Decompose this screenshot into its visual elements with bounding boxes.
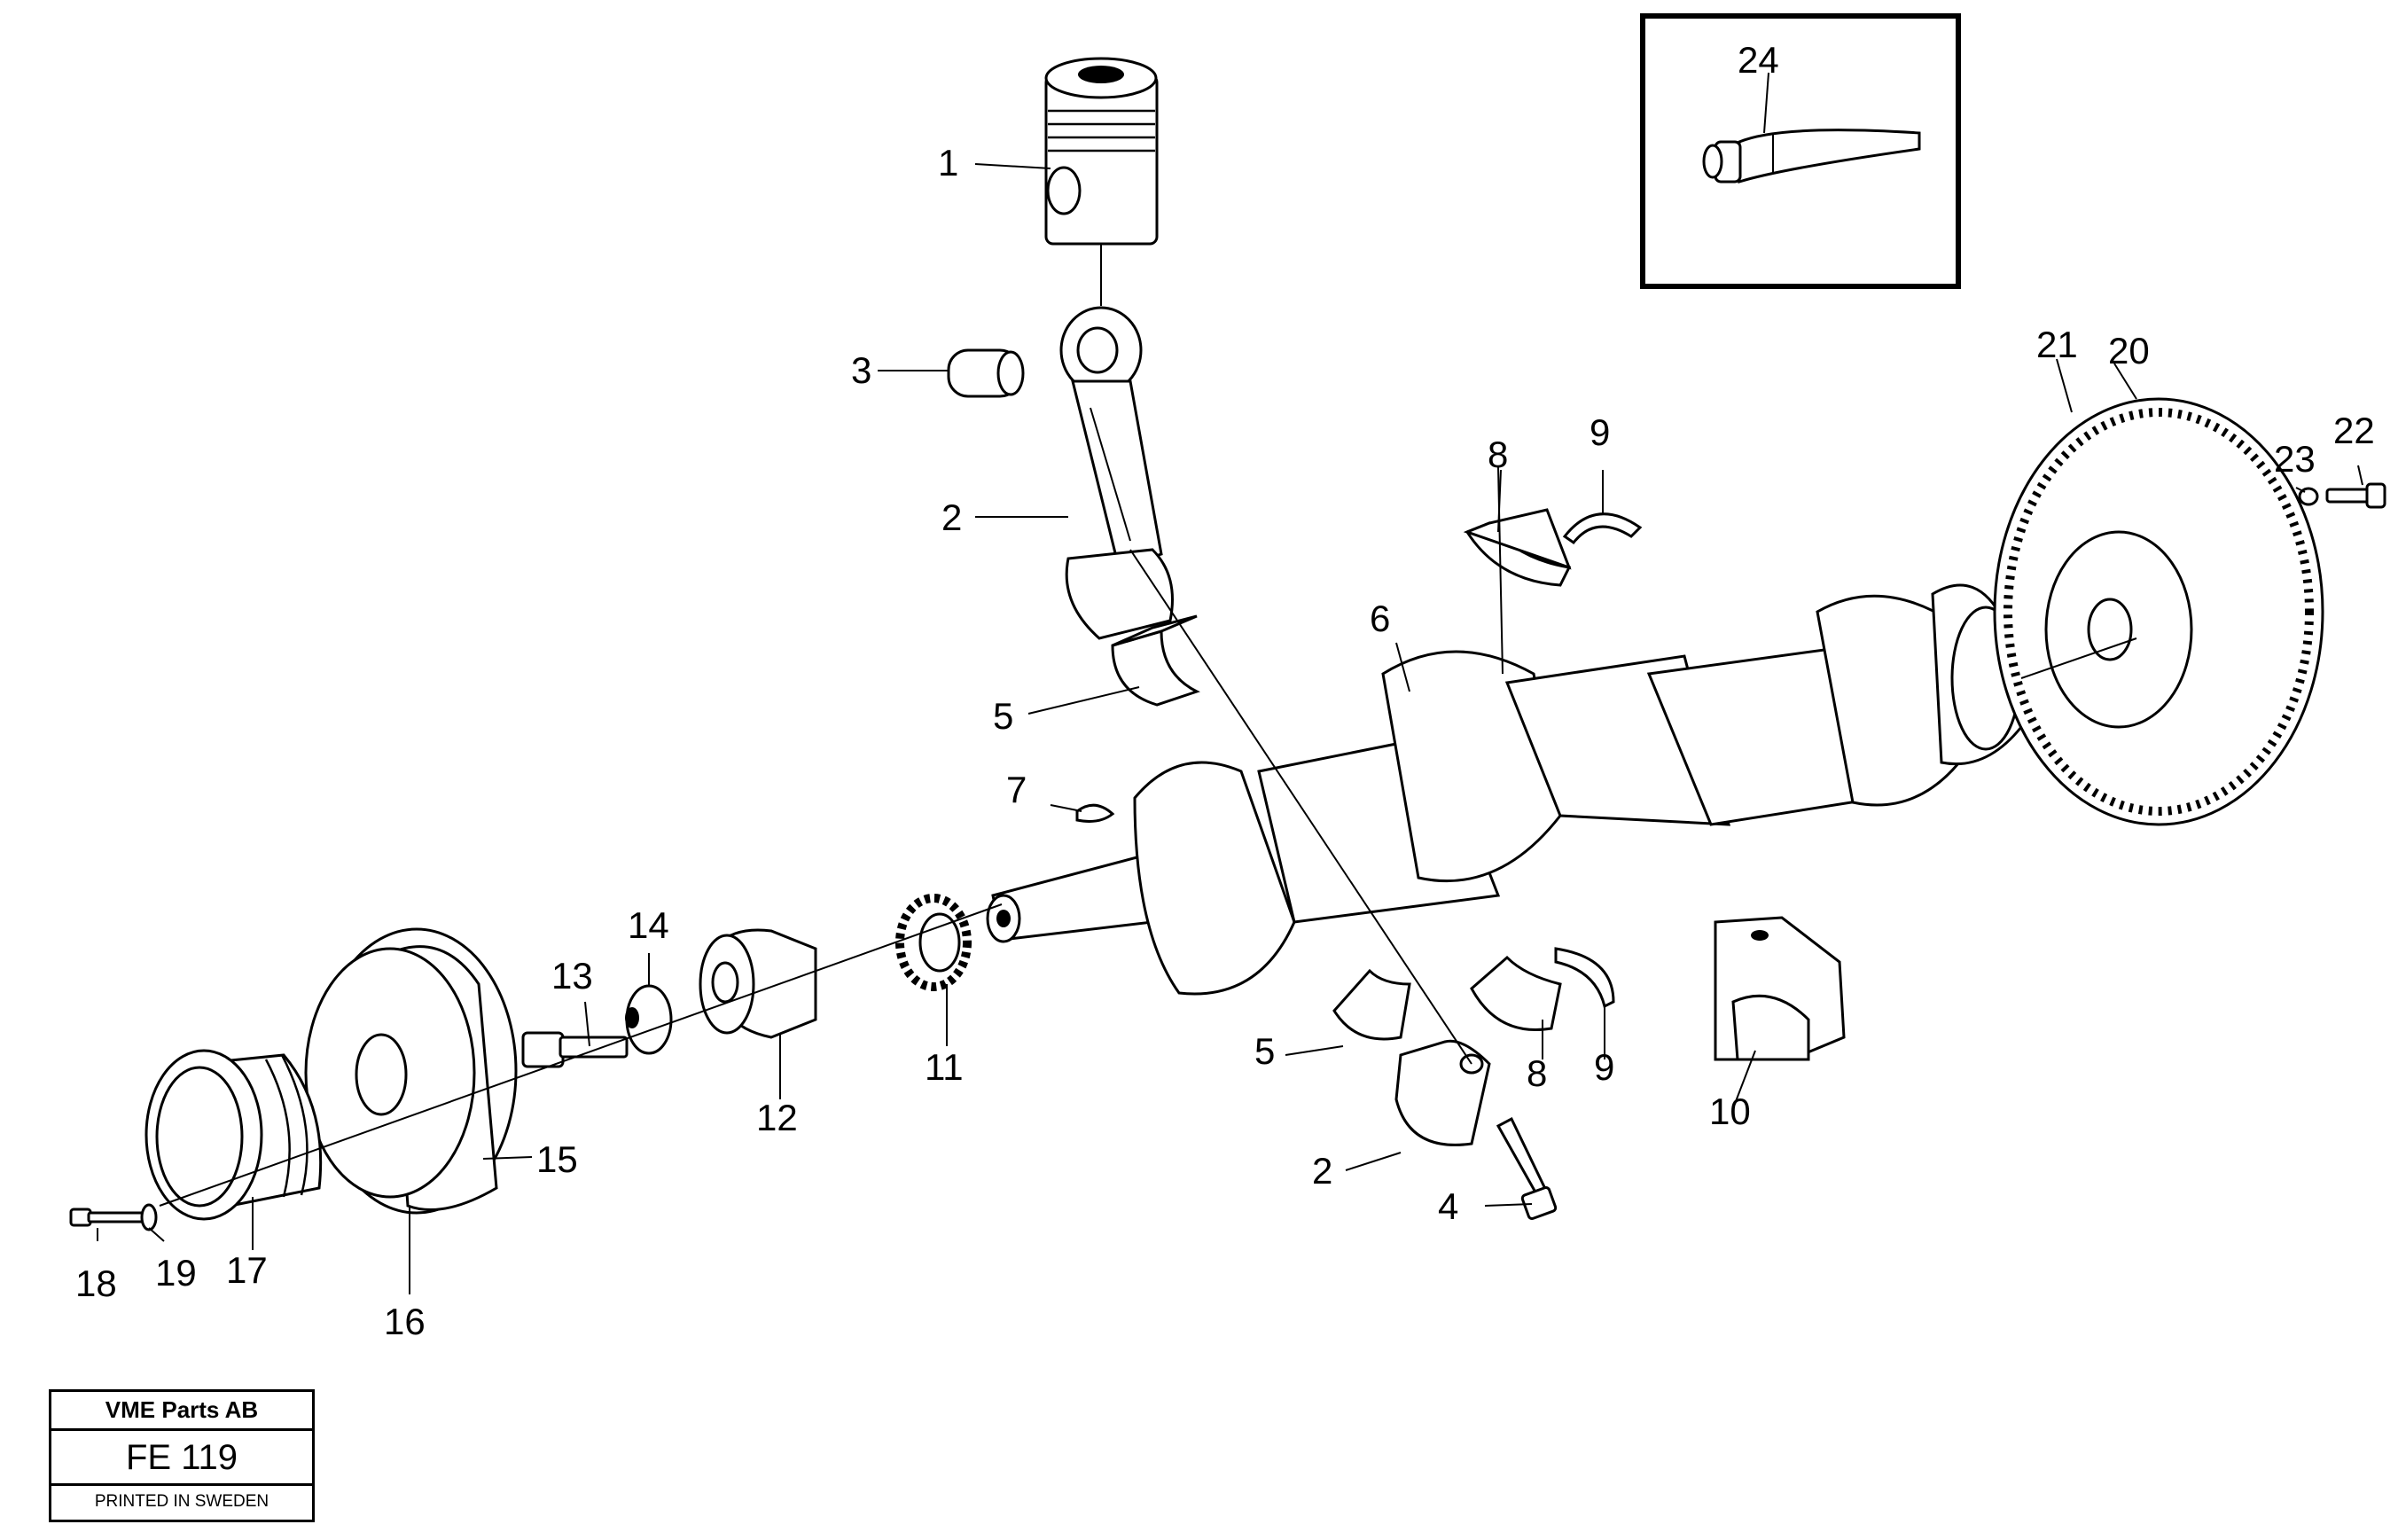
callout-22: 22 [2333, 410, 2375, 451]
callout-13: 13 [551, 955, 593, 997]
callout-7: 7 [1006, 769, 1027, 810]
main-bearing-shell-part [1463, 508, 1572, 587]
figure-number: FE 119 [51, 1431, 312, 1486]
rod-axis-line [1129, 549, 1472, 1065]
flywheel-part [1993, 397, 2324, 826]
title-block: VME Parts AB FE 119 PRINTED IN SWEDEN [49, 1389, 315, 1522]
callout-5-upper: 5 [993, 695, 1013, 737]
callout-14: 14 [628, 904, 669, 946]
callout-12: 12 [756, 1097, 798, 1138]
callout-9-upper: 9 [1590, 411, 1610, 453]
callout-19: 19 [155, 1252, 197, 1294]
callouts: 1 3 2 5 7 6 8 9 21 20 23 22 24 5 8 9 10 … [75, 39, 2375, 1342]
callout-18: 18 [75, 1262, 117, 1304]
sealant-tube-part [1702, 129, 1921, 184]
callout-23: 23 [2274, 438, 2316, 480]
rod-cap-part [1394, 1039, 1491, 1146]
callout-10: 10 [1709, 1091, 1751, 1132]
callout-16: 16 [384, 1301, 426, 1342]
hub-part [699, 928, 817, 1039]
inset-frame [1640, 13, 1961, 289]
callout-11: 11 [925, 1046, 964, 1088]
callout-24: 24 [1738, 39, 1779, 81]
callout-2-upper: 2 [941, 496, 962, 538]
company-name: VME Parts AB [51, 1392, 312, 1431]
flywheel-bolt-part [2298, 482, 2386, 509]
assembly-axis-line [159, 903, 1003, 1207]
pulley-part [304, 927, 518, 1215]
callout-2-lower: 2 [1312, 1150, 1332, 1192]
key-part [1075, 803, 1115, 823]
callout-8-upper: 8 [1488, 434, 1508, 475]
lower-rod-shell-part [1332, 968, 1411, 1041]
printed-note: PRINTED IN SWEDEN [94, 1492, 269, 1511]
piston-part [1044, 57, 1159, 306]
lower-main-shell-part [1470, 955, 1562, 1031]
callout-20: 20 [2108, 330, 2150, 371]
callout-5-lower: 5 [1254, 1030, 1275, 1072]
flywheel-axis-line [2020, 637, 2137, 679]
damper-bolt-part [69, 1203, 158, 1231]
callout-4: 4 [1438, 1185, 1458, 1227]
callout-17: 17 [226, 1249, 268, 1291]
lower-thrust-washer-part [1554, 947, 1615, 1009]
timing-gear-part [895, 894, 972, 991]
hub-bolt-part [521, 1031, 629, 1068]
damper-part [145, 1049, 323, 1221]
callout-9-lower: 9 [1594, 1046, 1614, 1088]
callout-6: 6 [1370, 598, 1390, 639]
callout-15: 15 [536, 1138, 578, 1180]
washer-part [625, 984, 673, 1055]
bushing-part [947, 348, 1025, 398]
thrust-washer-part [1562, 512, 1643, 545]
main-bearing-cap-part [1714, 916, 1846, 1061]
callout-8-lower: 8 [1527, 1052, 1547, 1094]
rod-bearing-shell-part [1111, 614, 1200, 707]
leader-lines [97, 72, 2363, 1294]
callout-1: 1 [938, 142, 958, 184]
callout-21: 21 [2036, 324, 2078, 365]
rod-bolt-part [1496, 1116, 1558, 1221]
callout-3: 3 [851, 349, 871, 391]
